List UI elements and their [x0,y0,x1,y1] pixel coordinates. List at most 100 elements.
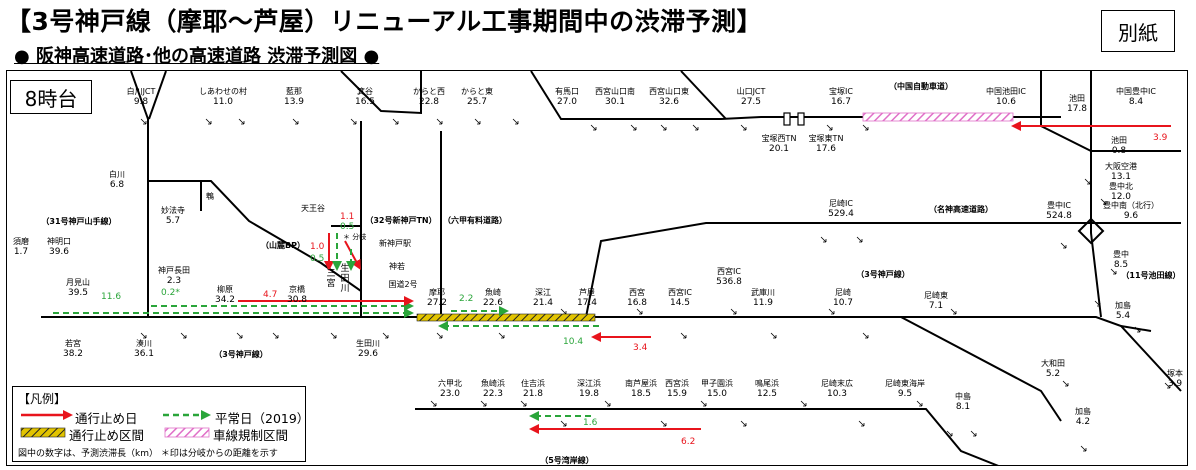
ramp-tick-21 [382,332,389,339]
point-value-koshienhama: 15.0 [707,389,727,399]
ramp-tick-11 [660,124,667,131]
ramp-tick-53 [1164,382,1171,389]
ramp-tick-19 [272,332,279,339]
point-value-takarazuka_nishi_tn: 20.1 [769,144,789,154]
route-label-rmeishin: （名神高速道路） [929,204,993,214]
point-value-hyogo: 34.2 [215,295,235,305]
ramp-tick-29 [828,308,835,315]
time-slot-label: 8時台 [10,80,92,114]
ramp-tick-20 [330,332,337,339]
point-name-toyonaka: 豊中 [1113,249,1129,259]
ramp-tick-52 [1080,445,1087,452]
point-name-suma_w: 若宮 [65,338,81,348]
point-name-toyonaka_kita: 豊中北 [1109,181,1133,191]
route-label-rsanroku: （山麓BP） [261,240,305,250]
label-ikutagawa-char-1: 田 [340,273,349,284]
legend-closure-section-swatch [20,427,66,438]
legend-lane-label: 車線規制区間 [213,428,289,443]
ramp-tick-25 [636,308,643,315]
point-value-amagasaki: 10.7 [833,298,853,308]
road-yamaguchi [680,71,727,120]
point-name-suma: 須磨 [13,236,29,246]
ramp-tick-17 [180,332,187,339]
legend-normal-arrowhead [201,410,211,420]
point-value-amagasaki_higashi: 7.1 [929,301,943,311]
point-name-fukae: 深江 [535,288,551,297]
ramp-tick-55 [1094,300,1101,307]
ramp-tick-45 [740,420,747,427]
congestion-value-c9: 10.4 [563,337,583,347]
legend-swatches [20,410,211,438]
label-split: ＊ 分岐 [343,232,366,241]
congestion-arrows [53,121,1171,434]
closure-section-maya-ashiya [416,313,596,322]
ramp-tick-48 [916,400,923,407]
point-value-myodani: 39.6 [49,247,69,257]
point-value-nishinomiya_ic: 14.5 [670,298,690,308]
point-name-shirakawa_jct: 白川JCT [127,86,156,96]
point-value-fukae: 21.4 [533,298,553,308]
point-name-myodani: 神明口 [47,236,71,246]
point-value-nishinomiyahama: 18.5 [631,389,651,399]
point-value-toyonaka_kita: 12.0 [1111,192,1131,202]
point-value-ohwada: 5.2 [1046,369,1060,379]
point-name-tsukimiyama: 月見山 [66,277,90,287]
point-name-kanda: 神若 [389,261,405,271]
point-name-kashima: 加島 [1115,300,1131,310]
ramp-tick-49 [946,430,953,437]
point-value-nishinomiya_ic_meishin: 536.8 [716,277,742,287]
page-subtitle: ● 阪神高速道路･他の高速道路 渋滞予測図 ● [14,46,380,67]
point-name-myohoji: 妙法寺 [161,205,185,215]
point-name-amagasaki_suehiro: 尼崎末広 [821,378,853,388]
ramp-tick-2 [238,118,245,125]
route-label-r31: （31号神戸山手線） [41,216,116,226]
tunnel-marker-1 [797,112,805,126]
point-value-amagasaki_suehiro: 10.3 [827,389,847,399]
point-value-uozaki: 22.6 [483,298,503,308]
point-value-uozakihama: 22.3 [483,389,503,399]
road-route11 [1090,71,1102,318]
ramp-tick-27 [730,308,737,315]
point-value-ikeda: 0.8 [1112,146,1127,156]
point-name-sumiyoshihama: 住吉浜 [521,378,545,388]
point-name-nishinomiyahama2: 西宮浜 [665,378,689,388]
congestion-value-c12: 1.6 [583,418,598,428]
point-name-kashima2: 加島 [1075,406,1091,416]
road-network [41,71,1182,465]
point-name-muko: 武庫川 [751,287,775,297]
ramp-tick-15 [862,124,869,131]
point-name-chugoku_toyonaka_ic: 中国豊中IC [1116,86,1156,96]
point-value-yamaguchi_jct: 27.5 [741,97,761,107]
route-label-r3b: （3号神戸線） [856,269,910,279]
road-chugoku-west [530,71,861,120]
point-name-amagasaki: 尼崎 [835,287,851,297]
point-value-toyonaka_minami: 9.6 [1124,211,1139,221]
point-name-shirakawa: 白川 [109,169,125,179]
ramp-tick-44 [700,400,707,407]
point-value-arimaguchi: 27.0 [557,97,577,107]
point-value-minotani: 16.5 [355,97,375,107]
point-value-suma: 1.7 [14,247,28,257]
point-name-nishinomiya_ic_meishin: 西宮IC [717,266,741,276]
road-kobe-north [340,71,422,115]
point-value-takarazuka_ic: 16.7 [831,97,851,107]
ramp-tick-28 [770,332,777,339]
point-value-osaka_airport: 13.1 [1111,172,1131,182]
point-value-nishinomiyahama2: 15.9 [667,389,687,399]
congestion-value-c6: 11.6 [101,292,121,302]
ramp-tick-14 [826,124,833,131]
legend-lane-swatch [164,427,210,438]
point-value-shirakawa_jct: 9.8 [134,97,149,107]
legend-closure-label: 通行止め日 [75,411,138,426]
point-value-myohoji: 5.7 [166,216,180,226]
point-name-tennoji: 天王谷 [301,204,325,213]
ramp-tick-38 [430,400,437,407]
route-label-r11: （11号池田線） [1121,270,1180,280]
ramp-tick-22 [436,332,443,339]
ramp-tick-47 [858,420,865,427]
point-name-ohwada: 大和田 [1041,358,1065,368]
ramp-tick-51 [1062,380,1069,387]
legend-closure-arrowhead [63,410,73,420]
